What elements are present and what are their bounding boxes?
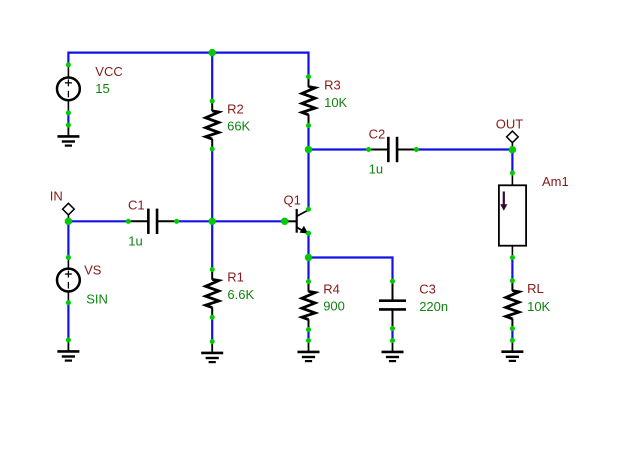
svg-text:10K: 10K <box>527 299 550 314</box>
svg-text:VS: VS <box>84 263 102 278</box>
svg-text:RL: RL <box>527 281 544 296</box>
svg-text:6.6K: 6.6K <box>227 287 254 302</box>
svg-text:220n: 220n <box>419 299 448 314</box>
svg-text:R2: R2 <box>227 101 244 116</box>
svg-text:SIN: SIN <box>86 291 108 306</box>
svg-text:Q1: Q1 <box>284 193 301 208</box>
svg-text:OUT: OUT <box>496 116 524 131</box>
svg-text:R3: R3 <box>324 78 341 93</box>
svg-text:R1: R1 <box>227 270 244 285</box>
svg-text:R4: R4 <box>323 282 340 297</box>
svg-text:66K: 66K <box>227 119 250 134</box>
svg-text:C1: C1 <box>128 198 145 213</box>
svg-text:IN: IN <box>50 188 63 203</box>
svg-text:1u: 1u <box>128 234 142 249</box>
svg-text:C2: C2 <box>369 127 386 142</box>
svg-text:1u: 1u <box>369 162 383 177</box>
svg-text:C3: C3 <box>419 281 436 296</box>
svg-text:900: 900 <box>323 299 345 314</box>
svg-text:Am1: Am1 <box>542 174 569 189</box>
svg-text:15: 15 <box>95 81 109 96</box>
svg-text:VCC: VCC <box>95 64 122 79</box>
svg-text:10K: 10K <box>324 95 347 110</box>
